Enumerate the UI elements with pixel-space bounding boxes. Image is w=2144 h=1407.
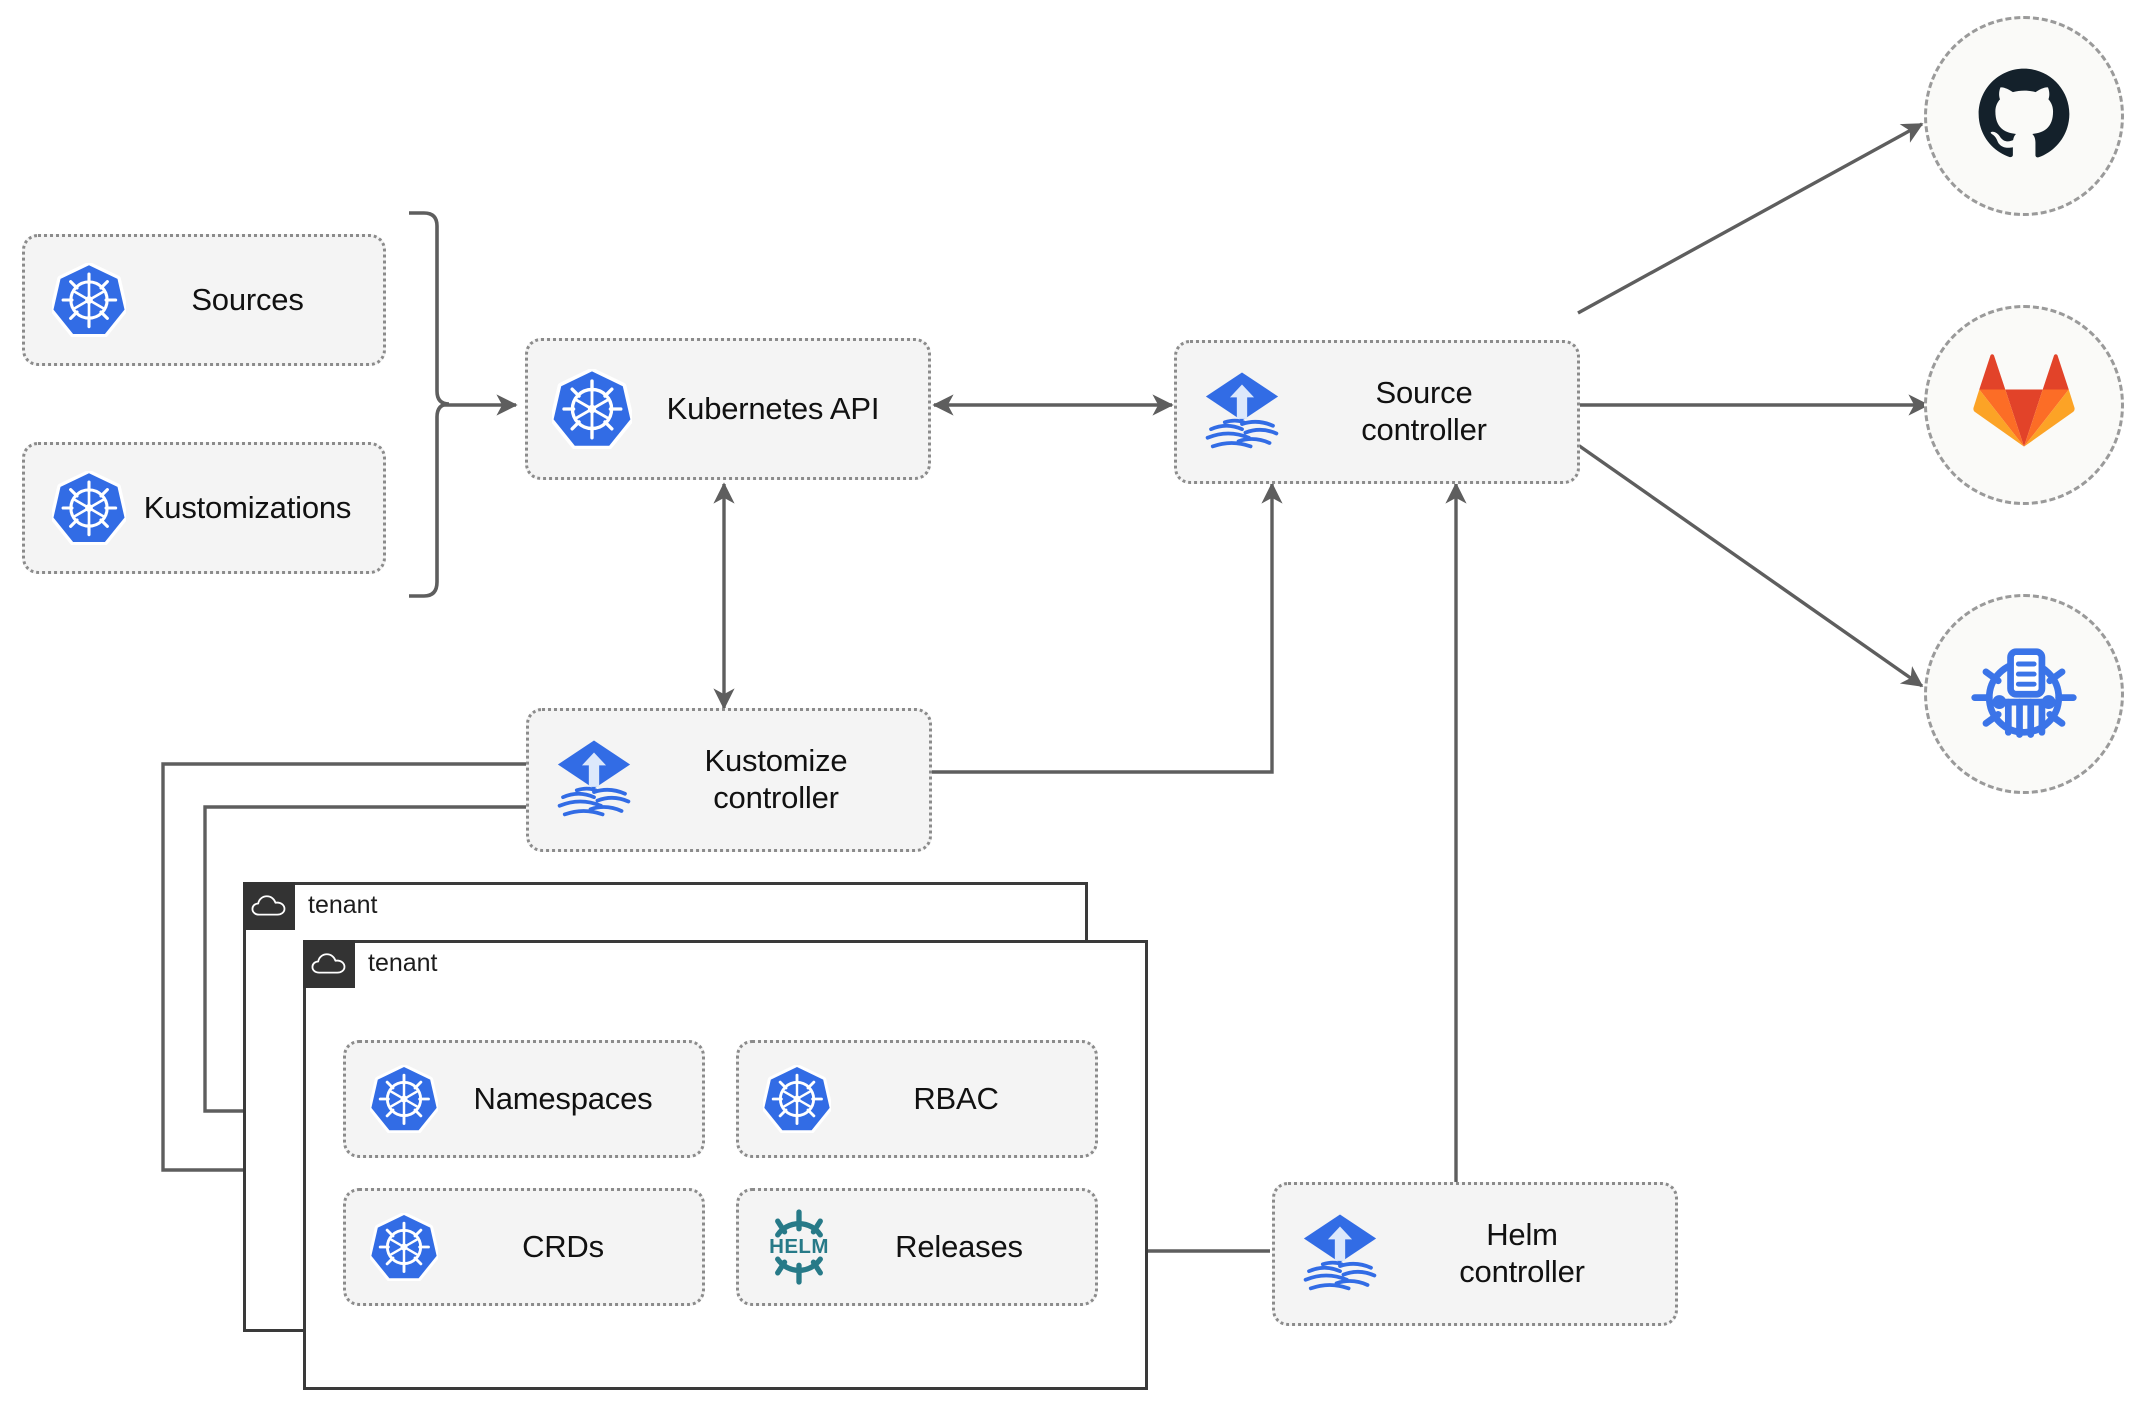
card-label: Releases	[895, 1228, 1023, 1264]
card-label: Sources	[191, 281, 304, 317]
flux-icon	[1297, 1211, 1383, 1297]
kubernetes-icon	[552, 369, 632, 449]
edge-sourcecontroller-bucket	[1577, 443, 1924, 688]
flux-icon	[551, 737, 637, 823]
edge-sourcecontroller-github	[1577, 122, 1924, 315]
card-label: CRDs	[522, 1228, 604, 1264]
provider-bucket[interactable]	[1924, 594, 2124, 794]
node-kubernetes-api[interactable]: Kubernetes API	[525, 338, 931, 480]
kubernetes-icon	[763, 1065, 831, 1133]
card-crds[interactable]: CRDs	[343, 1188, 705, 1306]
kubernetes-icon	[52, 471, 126, 545]
cloud-icon	[243, 882, 295, 930]
tenant-label: tenant	[368, 949, 438, 977]
node-label-line2: controller	[1361, 412, 1487, 447]
node-label-line1: Helm	[1486, 1217, 1558, 1253]
provider-gitlab[interactable]	[1924, 305, 2124, 505]
node-label-line2: controller	[1459, 1254, 1585, 1289]
card-label: Namespaces	[473, 1080, 653, 1116]
cloud-icon	[303, 940, 355, 988]
gitlab-icon	[1972, 351, 2076, 460]
node-label-line2: controller	[713, 780, 839, 815]
tenant-label: tenant	[308, 891, 378, 919]
node-label-line1: Source	[1375, 375, 1473, 411]
card-label: RBAC	[913, 1080, 999, 1116]
node-helm-controller[interactable]: Helm controller	[1272, 1182, 1678, 1326]
card-rbac[interactable]: RBAC	[736, 1040, 1098, 1158]
tenant-container-front[interactable]: tenant Namespaces RBAC CRDs Releases	[303, 940, 1148, 1390]
node-label: Kubernetes API	[666, 390, 880, 426]
card-sources[interactable]: Sources	[22, 234, 386, 366]
bucket-icon	[1968, 636, 2080, 753]
edge-sources-bracket	[409, 211, 450, 598]
kubernetes-icon	[370, 1065, 438, 1133]
card-namespaces[interactable]: Namespaces	[343, 1040, 705, 1158]
helm-icon	[761, 1209, 837, 1285]
card-releases[interactable]: Releases	[736, 1188, 1098, 1306]
card-label: Kustomizations	[143, 489, 352, 525]
node-kustomize-controller[interactable]: Kustomize controller	[526, 708, 932, 852]
node-source-controller[interactable]: Source controller	[1174, 340, 1580, 484]
edge-kustomizecontroller-sourcecontroller	[932, 482, 1283, 774]
kubernetes-icon	[52, 263, 126, 337]
github-icon	[1970, 60, 2078, 173]
flux-icon	[1199, 369, 1285, 455]
provider-github[interactable]	[1924, 16, 2124, 216]
card-kustomizations[interactable]: Kustomizations	[22, 442, 386, 574]
node-label-line1: Kustomize	[704, 743, 848, 779]
kubernetes-icon	[370, 1213, 438, 1281]
